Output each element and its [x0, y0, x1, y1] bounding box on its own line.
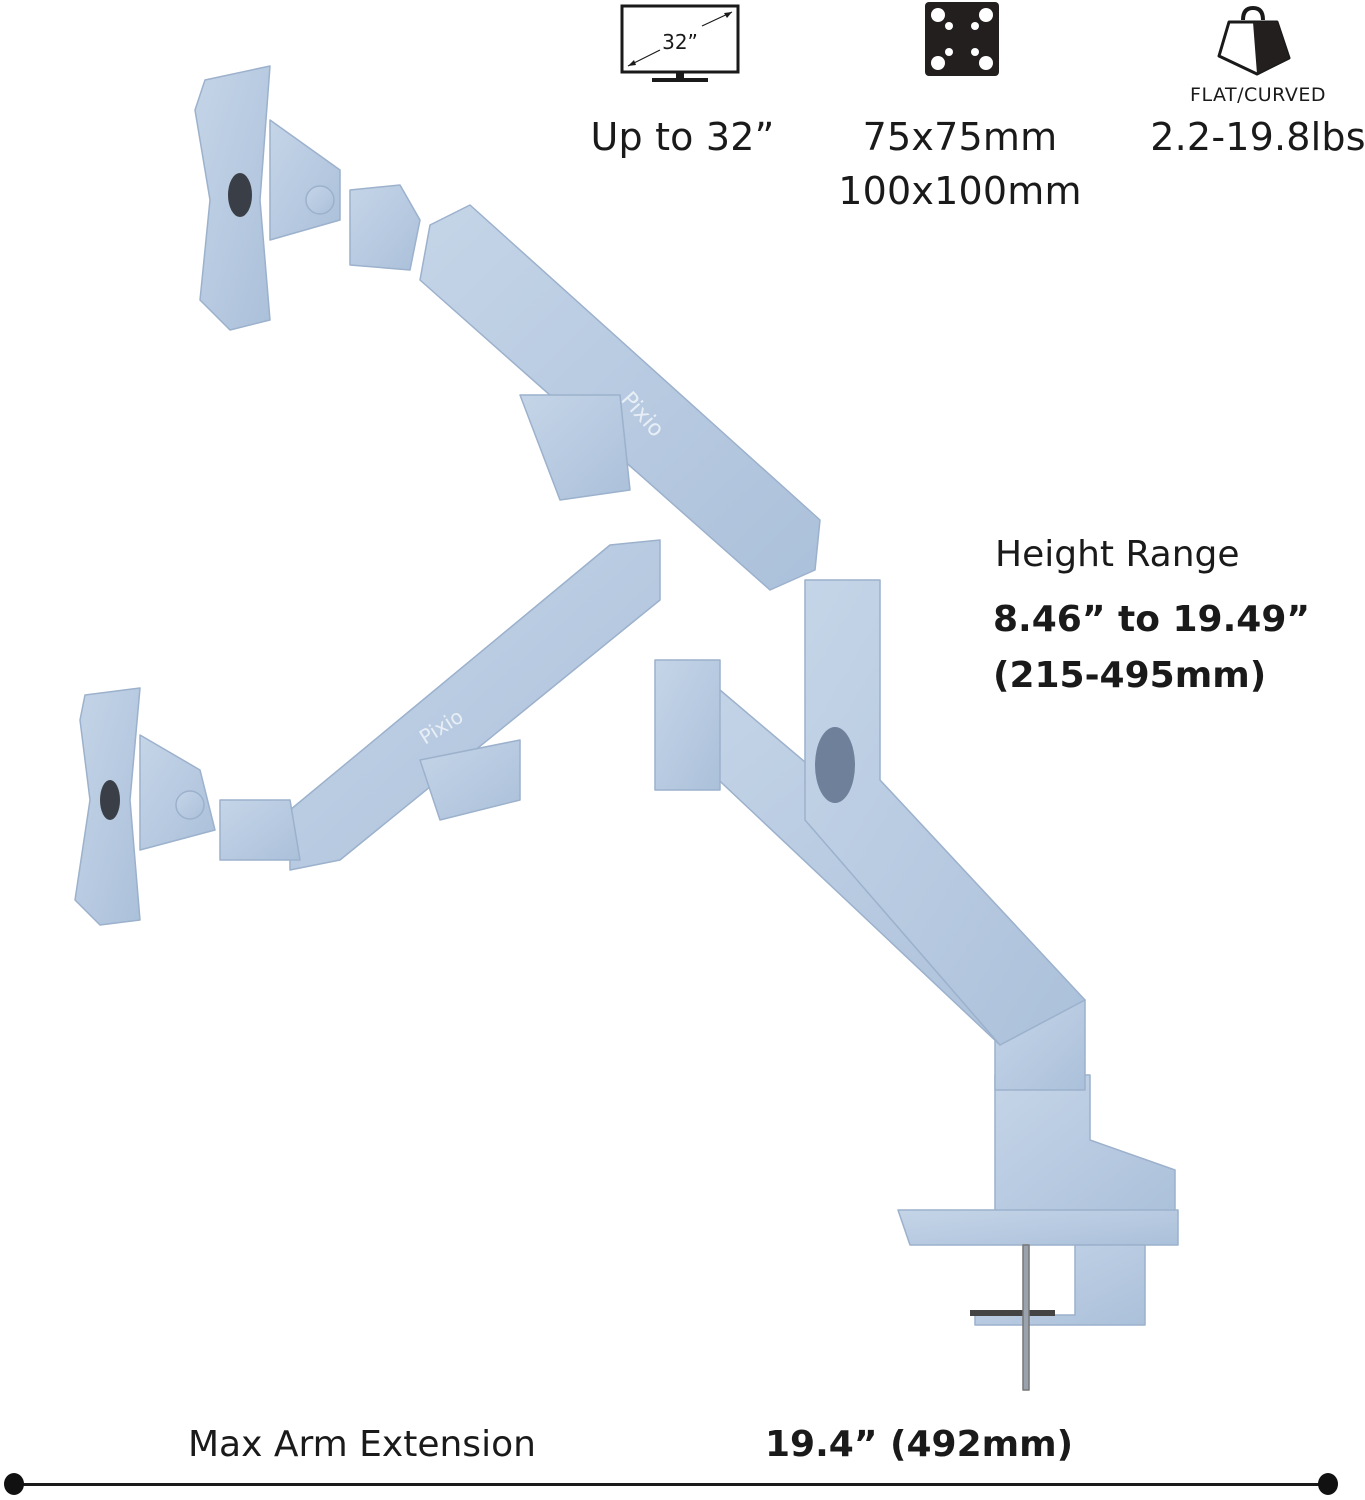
weight-label: 2.2-19.8lbs [1150, 115, 1365, 159]
height-range-title: Height Range [995, 534, 1240, 575]
extension-left-endpoint [4, 1473, 24, 1495]
extension-right-endpoint [1318, 1473, 1338, 1495]
spec-weight: FLAT/CURVED 2.2-19.8lbs [1150, 0, 1365, 170]
spec-vesa: 75x75mm 100x100mm [830, 0, 1090, 220]
svg-text:32”: 32” [662, 30, 698, 54]
screen-size-label: Up to 32” [590, 115, 775, 159]
max-extension-label: Max Arm Extension [188, 1424, 536, 1465]
height-range-inches: 8.46” to 19.49” [993, 599, 1311, 640]
extension-dimension-line [14, 1483, 1332, 1486]
vesa-100-label: 100x100mm [838, 169, 1082, 213]
flat-curved-label: FLAT/CURVED [1190, 84, 1326, 106]
monitor-size-icon: 32” [620, 4, 740, 82]
max-extension-value: 19.4” (492mm) [765, 1424, 1074, 1465]
vesa-75-label: 75x75mm [862, 115, 1058, 159]
height-range-mm: (215-495mm) [993, 655, 1267, 696]
weight-icon [1217, 5, 1291, 76]
spec-screen-size: 32” Up to 32” [590, 0, 775, 170]
vesa-pattern-icon [925, 2, 999, 76]
